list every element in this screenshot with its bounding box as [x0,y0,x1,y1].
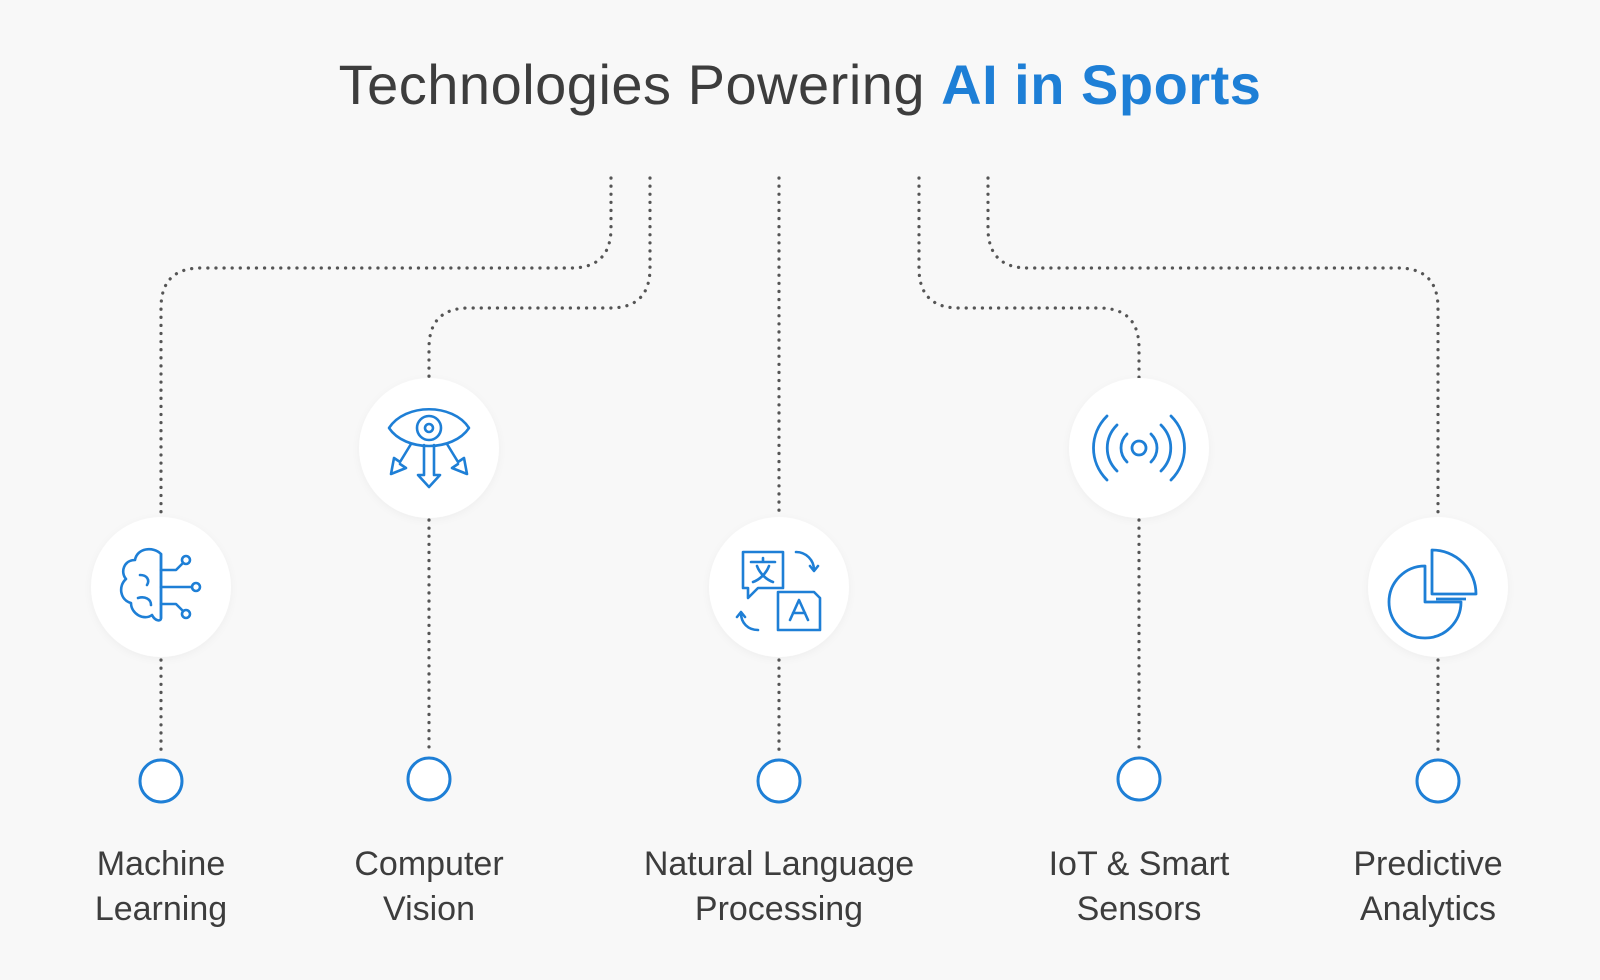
label-line-2: Analytics [1359,890,1497,928]
label-line-1: Natural Language [643,845,915,883]
label-line-1: Predictive [1353,845,1503,883]
label-line-2: Sensors [1076,890,1202,928]
translate-icon [735,550,822,632]
label-line-2: Vision [383,890,475,928]
connector-machine-learning [159,176,613,520]
label-machine-learning: Machine Learning [0,842,341,932]
title-highlight: AI in Sports [941,53,1262,116]
connector-iot [917,176,1141,382]
brain-circuit-icon [119,547,202,622]
label-line-2: Learning [94,890,228,928]
label-predictive-analytics: Predictive Analytics [1248,842,1600,932]
label-computer-vision: Computer Vision [249,842,609,932]
label-line-1: IoT & Smart [1048,845,1230,883]
connector-predictive [986,176,1440,520]
diagram-title: Technologies Powering AI in Sports [0,52,1600,117]
label-line-1: Machine [96,845,226,883]
connector-computer-vision [427,176,652,382]
label-line-1: Computer [354,845,504,883]
icon-circle-predictive [1368,517,1508,657]
signal-broadcast-icon [1092,414,1186,482]
node-predictive [1415,758,1461,804]
label-iot-smart-sensors: IoT & Smart Sensors [959,842,1319,932]
icon-circle-computer-vision [359,378,499,518]
icon-circle-iot [1069,378,1209,518]
eye-arrows-icon [387,408,471,489]
node-iot [1116,756,1162,802]
node-machine-learning [138,758,184,804]
node-computer-vision [406,756,452,802]
title-prefix: Technologies Powering [338,53,942,116]
label-nlp: Natural Language Processing [599,842,959,932]
pie-chart-icon [1387,548,1478,640]
node-nlp [756,758,802,804]
label-line-2: Processing [694,890,864,928]
